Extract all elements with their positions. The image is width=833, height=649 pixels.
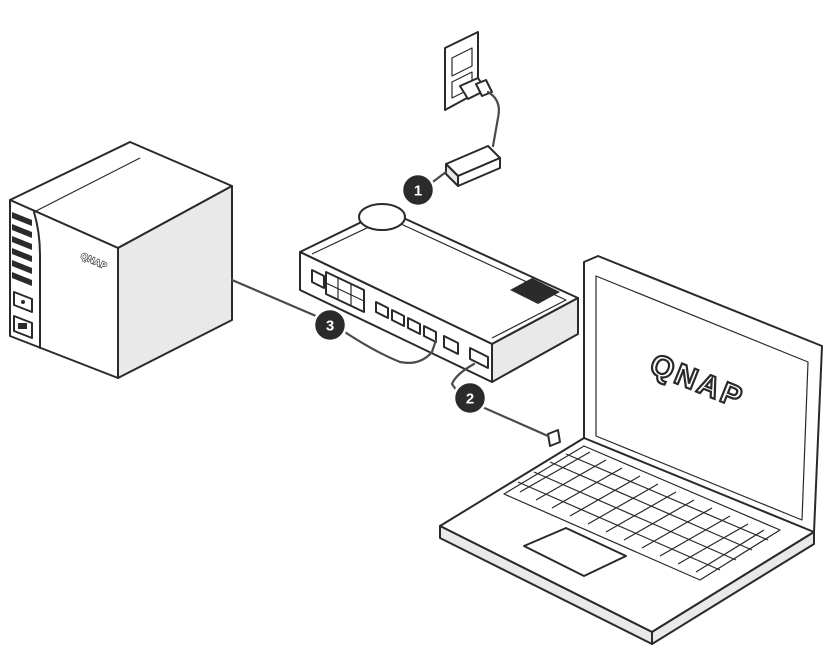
port-block-8 [311,269,365,313]
network-switch [299,209,579,383]
power-cable [486,90,500,148]
keyboard-area [503,445,781,581]
laptop-cable [450,362,550,438]
power-adapter [445,145,501,187]
keyboard-keys [517,451,769,573]
step-badge-1-label: 1 [414,183,422,200]
step-badge-3: 3 [312,307,348,343]
nas-cable [230,278,438,364]
touchpad [523,527,627,577]
step-badge-2-label: 2 [466,391,474,408]
step-badge-2: 2 [452,380,488,416]
nas-device: QNAP [9,141,233,379]
step-badge-1: 1 [400,172,436,208]
wall-outlet [444,31,493,111]
step-badge-3-label: 3 [326,318,334,335]
vent-grille [510,278,560,304]
power-port-marker [358,203,406,231]
laptop: QNAP [439,255,823,645]
drive-bays [12,212,32,286]
laptop-ethernet-port [547,429,561,447]
port-row [375,301,489,369]
